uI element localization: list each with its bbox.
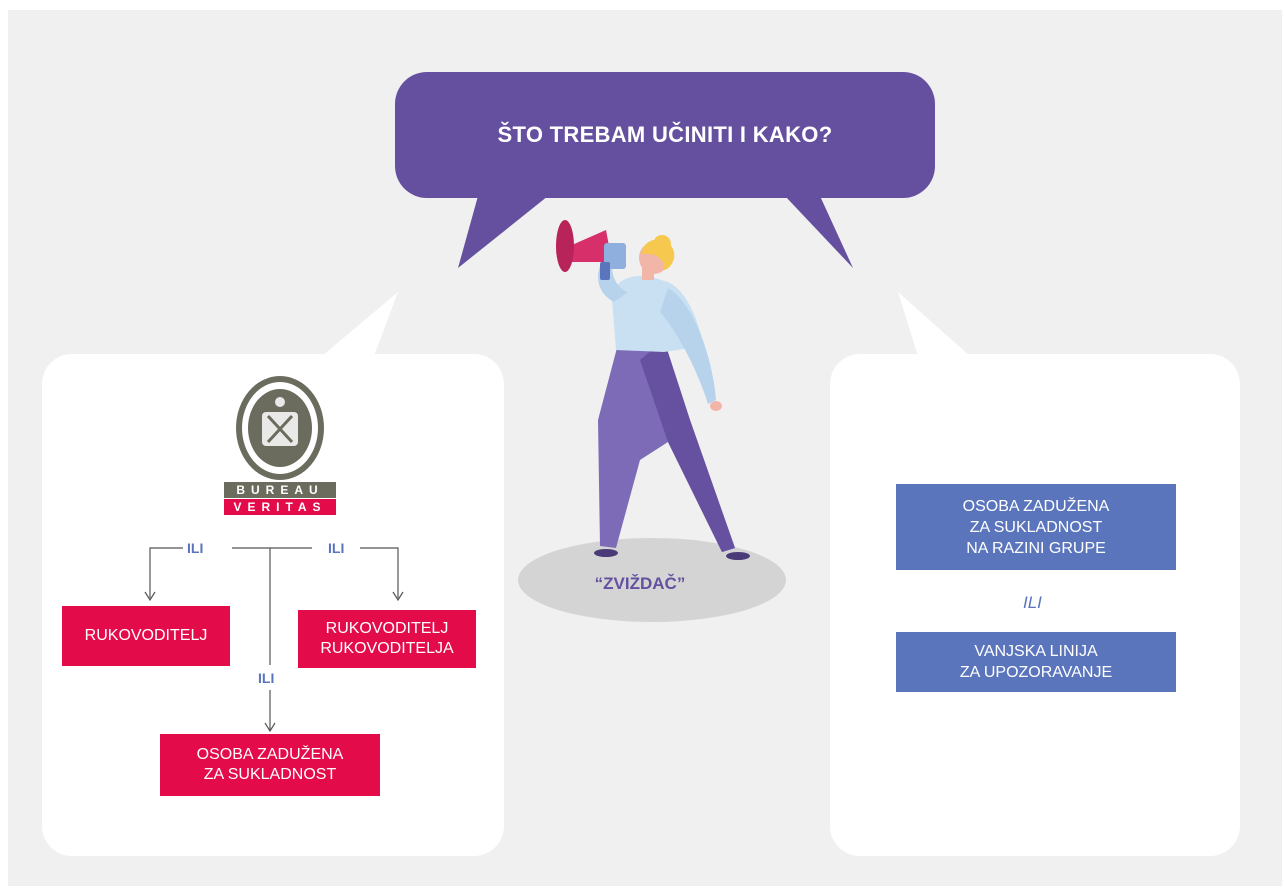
right-panel (830, 292, 1240, 856)
node-rukovoditelj-rukovoditelja: RUKOVODITELJ RUKOVODITELJA (298, 610, 476, 668)
logo-text-veritas: VERITAS (233, 500, 327, 514)
connector-lines (144, 547, 404, 733)
ili-separator-right: ILI (1023, 593, 1042, 612)
podium-shadow (518, 538, 786, 622)
left-panel (42, 292, 504, 856)
whistleblower-label: “ZVIŽDAČ” (594, 574, 686, 593)
ili-label-left: ILI (187, 540, 204, 556)
whistleblower-figure (556, 220, 750, 560)
speech-bubble-question: ŠTO TREBAM UČINITI I KAKO? (497, 122, 833, 147)
speech-bubble (395, 72, 935, 268)
ili-label-down: ILI (258, 670, 275, 686)
node-group-compliance-officer: OSOBA ZADUŽENA ZA SUKLADNOST NA RAZINI G… (896, 484, 1176, 570)
node-rukovoditelj: RUKOVODITELJ (62, 606, 230, 666)
bureau-veritas-logo (224, 376, 336, 515)
ili-label-right: ILI (328, 540, 345, 556)
node-compliance-officer: OSOBA ZADUŽENA ZA SUKLADNOST (160, 734, 380, 796)
node-external-alert-line: VANJSKA LINIJA ZA UPOZORAVANJE (896, 632, 1176, 692)
logo-text-bureau: BUREAU (236, 483, 324, 497)
